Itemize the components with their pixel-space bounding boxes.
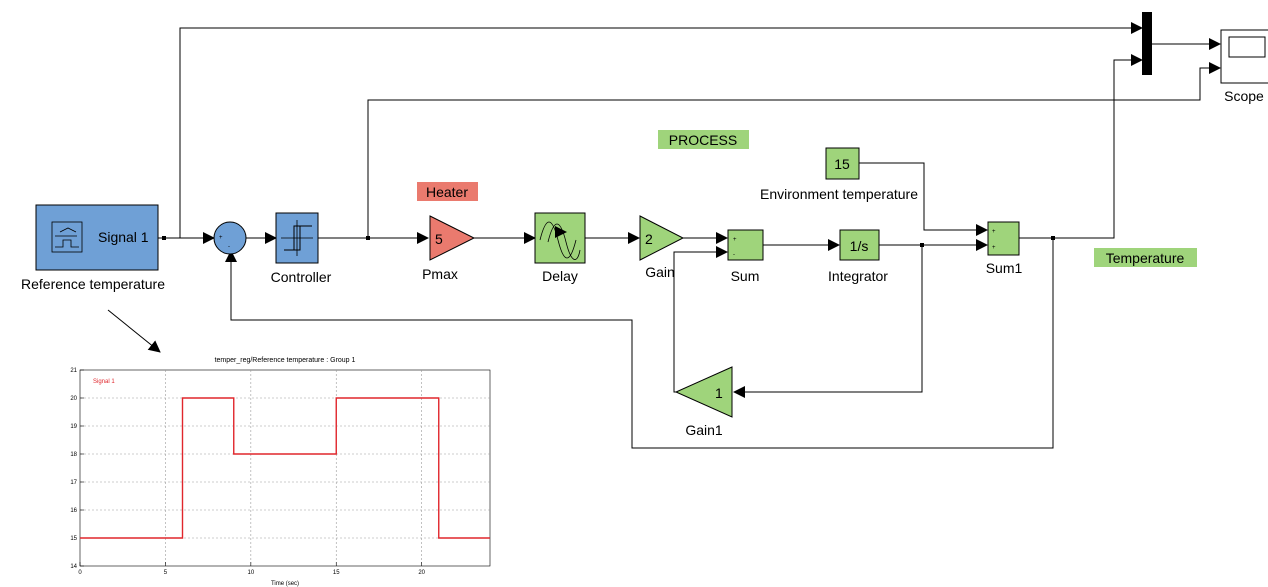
sum-left-plus: +: [219, 235, 223, 241]
process-tag: PROCESS: [658, 130, 749, 149]
plot-series: [80, 397, 490, 539]
process-tag-label: PROCESS: [669, 132, 737, 148]
reference-plot: temper_reg/Reference temperature : Group…: [70, 357, 491, 587]
gain1-value: 1: [715, 385, 723, 401]
sum-circle-icon[interactable]: [213, 221, 247, 255]
gain-triangle[interactable]: [639, 215, 685, 261]
gain1-caption: Gain1: [685, 422, 723, 438]
scope-caption: Scope: [1224, 88, 1264, 104]
integrator-body[interactable]: [839, 229, 880, 261]
chart-xlabel: Time (sec): [271, 581, 299, 587]
sum1-body[interactable]: [987, 221, 1020, 256]
line-environment-to-sum1[interactable]: [859, 162, 988, 236]
delay-caption: Delay: [542, 268, 578, 284]
delay-block[interactable]: [534, 212, 586, 264]
sum-plus: +: [733, 237, 737, 243]
y-tick-label: 15: [70, 536, 77, 542]
line-feedback-to-sum[interactable]: [225, 238, 1054, 449]
environment-value: 15: [834, 156, 850, 172]
pmax-value: 5: [435, 231, 443, 247]
legend-signal-1: Signal 1: [93, 379, 115, 385]
sum-left-block[interactable]: + -: [213, 221, 247, 255]
plot-ticks: 14 15 16 17 18 19 20 21 0 5 10 15 20: [70, 368, 425, 576]
heater-tag-label: Heater: [426, 184, 468, 200]
environment-caption: Environment temperature: [760, 186, 918, 202]
sum1-caption: Sum1: [986, 260, 1023, 276]
branch-points: [162, 236, 1055, 247]
integrator-block[interactable]: 1/s: [839, 229, 880, 261]
y-tick-label: 14: [70, 564, 77, 570]
sum1-plus-top: +: [992, 229, 996, 235]
pmax-caption: Pmax: [422, 266, 458, 282]
temperature-tag: Temperature: [1094, 248, 1197, 267]
y-tick-label: 21: [70, 368, 77, 374]
plot-frame: [79, 369, 491, 567]
line-gain1-to-sum[interactable]: [673, 246, 728, 393]
sum-minus: -: [733, 252, 735, 258]
environment-block[interactable]: 15: [825, 147, 860, 180]
sum-body[interactable]: [727, 229, 764, 261]
gain-block[interactable]: 2: [639, 215, 685, 261]
line-integrator-to-gain1[interactable]: [733, 245, 923, 398]
signal-builder-icon: [51, 221, 83, 253]
reference-temperature-block[interactable]: Signal 1: [35, 204, 159, 271]
gain-caption: Gain: [645, 264, 675, 280]
sum1-block[interactable]: + +: [987, 221, 1020, 256]
gain1-block[interactable]: 1: [674, 366, 733, 418]
x-tick-label: 15: [333, 570, 340, 576]
temperature-tag-label: Temperature: [1106, 250, 1185, 266]
x-tick-label: 5: [164, 570, 168, 576]
heater-tag: Heater: [417, 182, 478, 201]
line-controller-to-scope[interactable]: [367, 62, 1221, 238]
integrator-value: 1/s: [850, 238, 869, 254]
scope-block[interactable]: [1220, 29, 1268, 84]
series-line-signal-1: [80, 397, 490, 539]
controller-block[interactable]: [275, 212, 319, 264]
controller-caption: Controller: [271, 269, 332, 285]
mux-block[interactable]: [1142, 12, 1152, 75]
gain-value: 2: [645, 231, 653, 247]
x-tick-label: 0: [78, 570, 82, 576]
sum1-plus-bottom: +: [992, 245, 996, 251]
pmax-block[interactable]: 5: [429, 215, 476, 261]
reference-temperature-caption: Reference temperature: [21, 276, 165, 292]
y-tick-label: 18: [70, 452, 77, 458]
annotation-arrow: [107, 309, 161, 353]
sum-caption: Sum: [731, 268, 760, 284]
y-tick-label: 16: [70, 508, 77, 514]
integrator-caption: Integrator: [828, 268, 888, 284]
relay-icon: [281, 220, 313, 256]
line-sum1-to-mux[interactable]: [1019, 54, 1143, 239]
x-tick-label: 10: [247, 570, 254, 576]
gain1-triangle[interactable]: [674, 366, 733, 418]
x-tick-label: 20: [418, 570, 425, 576]
line-reference-to-mux[interactable]: [179, 22, 1143, 238]
y-tick-label: 20: [70, 396, 77, 402]
chart-title: temper_reg/Reference temperature : Group…: [215, 357, 356, 364]
scope-icon: [1228, 36, 1266, 58]
environment-body[interactable]: [825, 147, 860, 180]
delay-body[interactable]: [534, 212, 586, 264]
pmax-triangle[interactable]: [429, 215, 476, 261]
sum-block[interactable]: + -: [727, 229, 764, 261]
transport-delay-icon: [539, 221, 581, 260]
reference-temperature-inner-label: Signal 1: [98, 229, 149, 245]
y-tick-label: 17: [70, 480, 77, 486]
y-tick-label: 19: [70, 424, 77, 430]
sum-left-minus: -: [228, 244, 230, 250]
